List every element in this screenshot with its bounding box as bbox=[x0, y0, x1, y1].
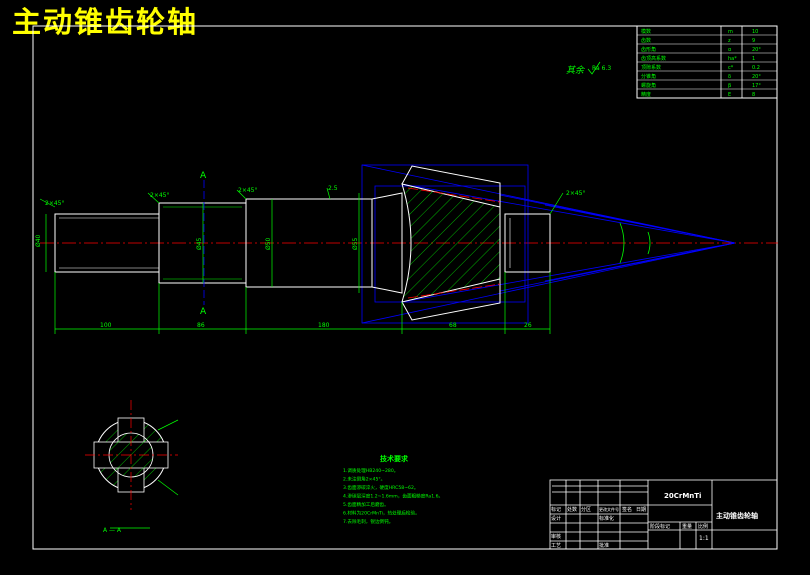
label-pizhun: 批准 bbox=[599, 542, 609, 549]
dim-length-4: 68 bbox=[449, 322, 457, 329]
param-value: 0.2 bbox=[752, 65, 760, 71]
param-value: 9 bbox=[752, 38, 755, 44]
section-mark-bottom: A bbox=[200, 307, 207, 317]
param-name: 螺旋角 bbox=[641, 82, 656, 89]
section-mark-top: A bbox=[200, 171, 207, 181]
label-gongyi: 工艺 bbox=[551, 543, 561, 549]
label-riqi: 日期 bbox=[636, 507, 646, 513]
label-qianming: 签名 bbox=[622, 506, 632, 513]
label-biaozhunhua: 标准化 bbox=[599, 515, 614, 522]
dim-length-3: 180 bbox=[318, 322, 330, 329]
label-zhongliang: 重量 bbox=[682, 523, 692, 530]
param-name: 精度 bbox=[641, 91, 651, 98]
shaft-outline bbox=[54, 192, 551, 294]
param-symbol: ha* bbox=[728, 56, 737, 62]
dim-diameter-4: Ø55 bbox=[352, 237, 359, 250]
gear-parameters-table: 模数 m 10 齿数 z 9 齿形角 α 20° 齿顶高系数 ha* 1 顶隙系数 c* 0.2 分锥角 δ 20… bbox=[636, 25, 778, 99]
section-view: A — A bbox=[85, 400, 179, 534]
param-name: 分锥角 bbox=[641, 73, 656, 80]
journal-right bbox=[504, 213, 551, 273]
dim-diameter-3: Ø50 bbox=[265, 237, 272, 250]
bevel-gear-teeth bbox=[401, 165, 651, 321]
dim-length-1: 100 bbox=[100, 322, 112, 329]
param-symbol: E bbox=[728, 92, 731, 98]
chamfer-left: 2×45° bbox=[45, 200, 64, 207]
material-text: 20CrMnTi bbox=[664, 492, 701, 500]
tech-req-item: 2.未注倒角2×45°。 bbox=[343, 476, 385, 483]
chamfer-gear-root: 2.5 bbox=[328, 185, 338, 192]
part-name-text: 主动锥齿轮轴 bbox=[716, 511, 758, 520]
tech-req-item: 6.材料为20CrMnTi，热处理后检验。 bbox=[343, 510, 420, 517]
param-symbol: m bbox=[728, 29, 733, 35]
tech-req-heading: 技术要求 bbox=[380, 454, 409, 463]
param-value: 1 bbox=[752, 56, 755, 62]
technical-requirements: 技术要求 1.调质处理HB240~280。 2.未注倒角2×45°。3.齿面渗碳淬… bbox=[343, 454, 443, 525]
dim-diameter-2: Ø45 bbox=[196, 237, 203, 250]
chamfer-right: 2×45° bbox=[566, 190, 585, 197]
dim-length-5: 26 bbox=[524, 322, 532, 329]
param-name: 齿形角 bbox=[641, 46, 656, 53]
label-shenhe: 审核 bbox=[551, 533, 561, 540]
roughness-value: Ra 6.3 bbox=[592, 65, 611, 72]
param-value: 20° bbox=[752, 47, 761, 53]
construction-lines bbox=[361, 164, 736, 324]
dimension-lines bbox=[39, 187, 564, 334]
param-value: 10 bbox=[752, 29, 758, 35]
label-fenqu: 分区 bbox=[581, 506, 591, 513]
section-cut-marks: A A bbox=[200, 171, 207, 317]
param-symbol: c* bbox=[728, 65, 734, 71]
chamfer-collar: 2×45° bbox=[150, 192, 169, 199]
label-biaoji: 标记 bbox=[551, 506, 561, 513]
dimension-text: 100 86 180 68 26 Ø40 Ø45 Ø50 Ø55 2×45° 2… bbox=[35, 185, 585, 329]
param-name: 顶隙系数 bbox=[641, 64, 661, 71]
tech-req-item: 7.去除毛刺，锐边倒钝。 bbox=[343, 518, 393, 525]
param-symbol: β bbox=[728, 83, 731, 89]
tech-req-item: 3.齿面渗碳淬火，硬度HRC58~62。 bbox=[343, 484, 419, 491]
tech-req-item: 4.渗碳层深度1.2~1.6mm，齿面粗糙度Ra1.6。 bbox=[343, 493, 443, 500]
param-name: 模数 bbox=[641, 28, 651, 35]
scale-value: 1:1 bbox=[699, 535, 709, 542]
drawing-frame bbox=[32, 25, 778, 550]
roughness-note: 其余 Ra 6.3 bbox=[566, 61, 611, 76]
param-value: 17° bbox=[752, 83, 761, 89]
title-block-text: 20CrMnTi 主动锥齿轮轴 标记 处数 分区 更改文件号 签名 日期 设计 … bbox=[551, 492, 758, 549]
drawing-title: 主动锥齿轮轴 bbox=[12, 5, 199, 39]
param-symbol: α bbox=[728, 47, 732, 53]
section-view-label: A — A bbox=[103, 527, 122, 534]
param-name: 齿顶高系数 bbox=[641, 55, 666, 62]
label-jieduan: 阶段标记 bbox=[650, 523, 670, 530]
label-genggai: 更改文件号 bbox=[599, 506, 619, 512]
param-value: 20° bbox=[752, 74, 761, 80]
param-name: 齿数 bbox=[641, 37, 651, 44]
tech-req-item: 1.调质处理HB240~280。 bbox=[343, 467, 398, 474]
dim-diameter-1: Ø40 bbox=[35, 234, 42, 247]
dim-length-2: 86 bbox=[197, 322, 205, 329]
tech-req-item: 5.齿面精加工后磨齿。 bbox=[343, 501, 389, 508]
param-symbol: z bbox=[728, 38, 731, 44]
shaft-body bbox=[245, 198, 373, 288]
label-chushu: 处数 bbox=[567, 506, 577, 513]
param-symbol: δ bbox=[728, 74, 731, 80]
label-bili: 比例 bbox=[698, 523, 708, 530]
label-sheji: 设计 bbox=[551, 515, 561, 522]
roughness-label: 其余 bbox=[566, 65, 585, 76]
param-value: 8 bbox=[752, 92, 755, 98]
title-block bbox=[549, 479, 778, 550]
chamfer-step: 2×45° bbox=[238, 187, 257, 194]
